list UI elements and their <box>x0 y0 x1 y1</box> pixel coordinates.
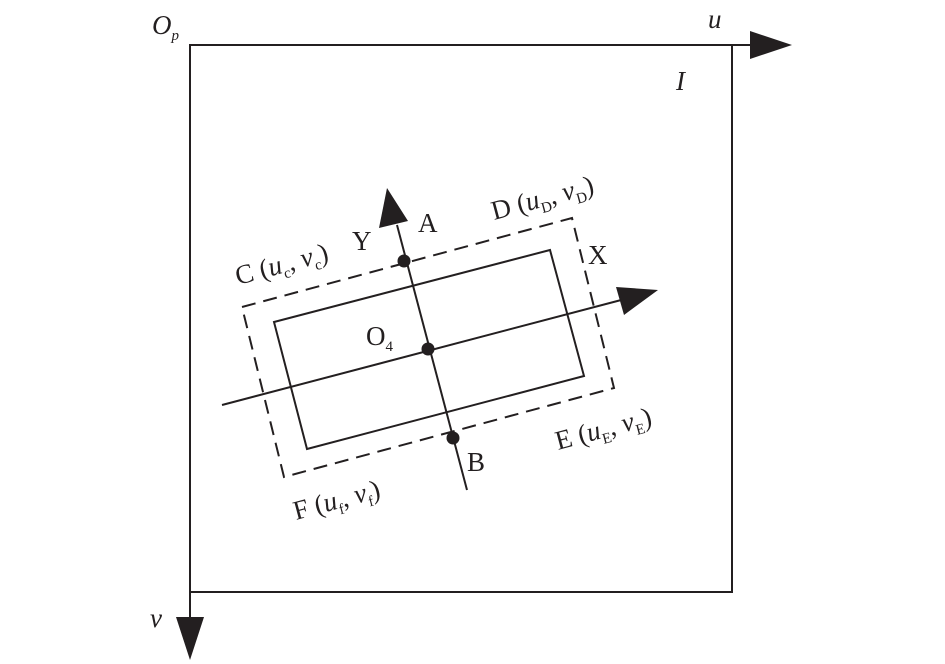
svg-text:E (uE, vE): E (uE, vE) <box>552 401 656 459</box>
u-axis-arrowhead <box>750 31 792 59</box>
y-axis-line <box>396 224 468 491</box>
center-label: O4 <box>366 321 394 355</box>
image-label: I <box>675 66 687 96</box>
v-axis-arrowhead <box>176 617 204 660</box>
bounding-box-dashed <box>240 216 616 479</box>
image-frame <box>189 44 733 593</box>
point-a-dot <box>397 254 411 268</box>
x-axis-arrowhead <box>616 287 658 315</box>
corner-e-label: E (uE, vE) <box>552 401 656 459</box>
origin-label: Op <box>152 10 180 44</box>
corner-d-label: D (uD, vD) <box>488 170 598 230</box>
v-axis-label: v <box>150 603 162 633</box>
x-axis-label: X <box>588 240 608 270</box>
svg-text:F (uf, vf): F (uf, vf) <box>290 474 385 530</box>
y-axis-label: Y <box>352 226 372 256</box>
y-axis-arrowhead <box>379 188 408 228</box>
point-b-label: B <box>467 447 485 477</box>
corner-f-label: F (uf, vf) <box>290 474 385 530</box>
point-b-dot <box>446 431 460 445</box>
point-a-label: A <box>418 208 438 238</box>
u-axis-label: u <box>708 4 722 34</box>
center-dot <box>421 342 435 356</box>
target-rectangle <box>272 248 586 451</box>
svg-text:D (uD, vD): D (uD, vD) <box>488 170 598 230</box>
